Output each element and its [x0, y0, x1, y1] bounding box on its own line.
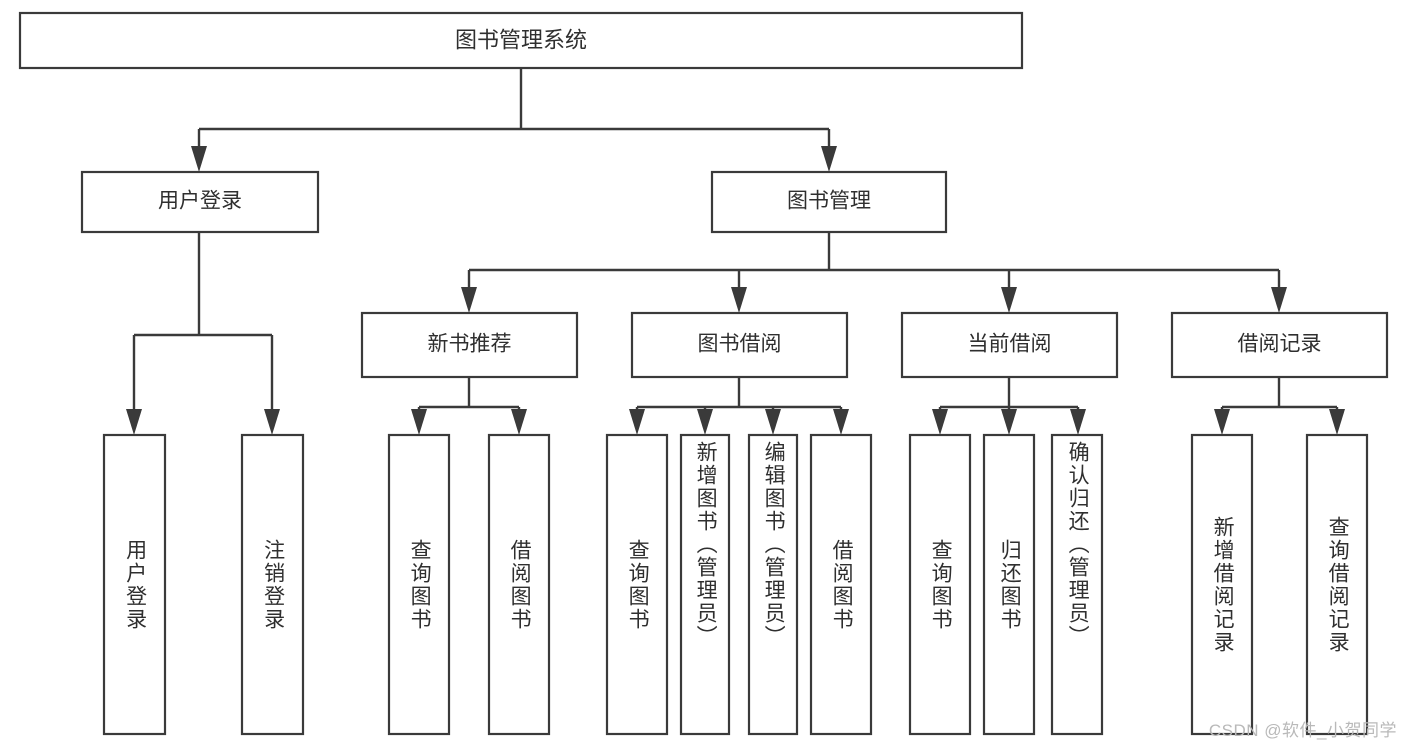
node-current-borrow-box	[900, 311, 1119, 379]
node-new-book-recommend-box	[360, 311, 579, 379]
csdn-watermark: CSDN @软件_小贺同学	[1208, 721, 1397, 740]
node-book-borrow-box	[630, 311, 849, 379]
node-book-management-box	[710, 170, 948, 234]
leaf-box-book-borrow-1[interactable]	[679, 433, 731, 736]
arrow-head-leaf-user-login-0	[126, 409, 142, 435]
leaf-box-borrow-records-1[interactable]	[1305, 433, 1369, 736]
node-system-title-box	[18, 11, 1024, 70]
node-borrow-records[interactable]: 借阅记录	[1170, 311, 1389, 379]
node-user-login[interactable]: 用户登录	[80, 170, 320, 234]
arrow-head-current-borrow	[1001, 287, 1017, 313]
node-book-borrow[interactable]: 图书借阅	[630, 311, 849, 379]
leaf-box-current-borrow-1[interactable]	[982, 433, 1036, 736]
leaf-box-current-borrow-2[interactable]	[1050, 433, 1104, 736]
leaf-box-borrow-records-0[interactable]	[1190, 433, 1254, 736]
arrow-head-leaf-new-book-1	[511, 409, 527, 435]
arrow-head-book-mgmt	[821, 146, 837, 172]
leaf-box-book-borrow-0[interactable]	[605, 433, 669, 736]
node-user-login-box	[80, 170, 320, 234]
arrow-head-leaf-current-borrow-1	[1001, 409, 1017, 435]
node-user-login-label: 用户登录	[158, 190, 242, 213]
node-book-management[interactable]: 图书管理	[710, 170, 948, 234]
arrow-head-borrow-records	[1271, 287, 1287, 313]
node-new-book-recommend[interactable]: 新书推荐	[360, 311, 579, 379]
connector-group	[126, 68, 1345, 435]
leaf-box-new-book-1[interactable]	[487, 433, 551, 736]
arrow-head-user-login	[191, 146, 207, 172]
leaf-box-user-login-1[interactable]	[240, 433, 305, 736]
node-book-management-label: 图书管理	[787, 190, 871, 213]
arrow-head-leaf-book-borrow-3	[833, 409, 849, 435]
arrow-head-leaf-current-borrow-0	[932, 409, 948, 435]
arrow-head-leaf-borrow-records-0	[1214, 409, 1230, 435]
arrow-head-leaf-book-borrow-2	[765, 409, 781, 435]
leaf-box-current-borrow-0[interactable]	[908, 433, 972, 736]
node-borrow-records-label: 借阅记录	[1238, 333, 1322, 356]
leaf-box-new-book-0[interactable]	[387, 433, 451, 736]
leaf-box-book-borrow-2[interactable]	[747, 433, 799, 736]
arrow-head-leaf-new-book-0	[411, 409, 427, 435]
node-current-borrow[interactable]: 当前借阅	[900, 311, 1119, 379]
leaf-box-book-borrow-3[interactable]	[809, 433, 873, 736]
node-borrow-records-box	[1170, 311, 1389, 379]
leaf-box-user-login-0[interactable]	[102, 433, 167, 736]
arrow-head-book-borrow	[731, 287, 747, 313]
arrow-head-leaf-user-login-1	[264, 409, 280, 435]
arrow-head-leaf-borrow-records-1	[1329, 409, 1345, 435]
node-system-title[interactable]: 图书管理系统	[18, 11, 1024, 70]
node-system-title-label: 图书管理系统	[455, 27, 587, 52]
arrow-head-leaf-current-borrow-2	[1070, 409, 1086, 435]
arrow-head-leaf-book-borrow-1	[697, 409, 713, 435]
node-book-borrow-label: 图书借阅	[698, 333, 782, 356]
node-new-book-recommend-label: 新书推荐	[428, 333, 512, 356]
arrow-head-leaf-book-borrow-0	[629, 409, 645, 435]
arrow-head-new-book-recommend	[461, 287, 477, 313]
node-current-borrow-label: 当前借阅	[968, 333, 1052, 356]
